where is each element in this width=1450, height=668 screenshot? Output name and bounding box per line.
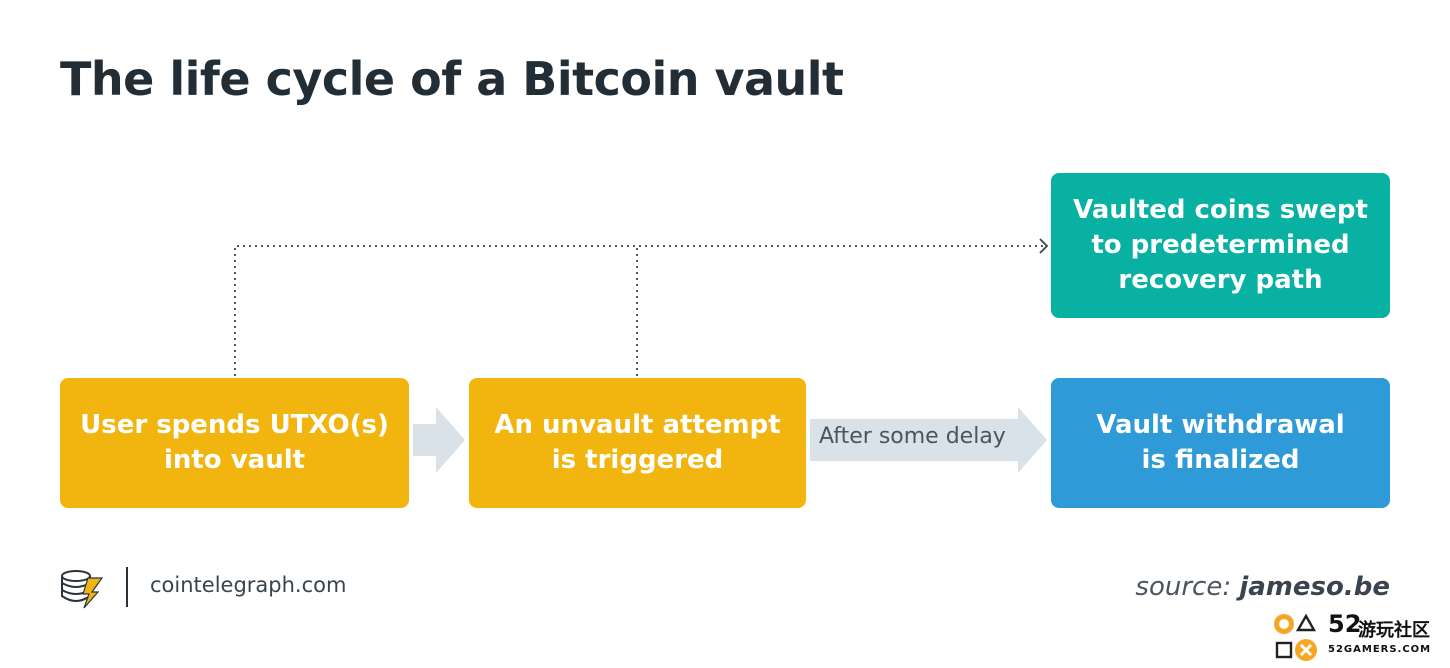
footer-site-link[interactable]: cointelegraph.com (150, 573, 347, 597)
watermark: 52 游玩社区 52GAMERS.COM (1272, 608, 1450, 668)
node-unvault: An unvault attempt is triggered (469, 378, 806, 508)
node-recovery-label: Vaulted coins swept to predetermined rec… (1073, 195, 1368, 295)
watermark-gamepad-icon (1274, 613, 1317, 661)
source-name: jameso.be (1239, 572, 1390, 602)
node-deposit-label: User spends UTXO(s) into vault (80, 410, 389, 475)
block-arrow-deposit-to-unvault (413, 407, 465, 473)
footer-divider (126, 567, 128, 607)
node-finalized-label: Vault withdrawal is finalized (1096, 410, 1345, 475)
cointelegraph-logo-icon (61, 570, 104, 609)
node-deposit: User spends UTXO(s) into vault (60, 378, 409, 508)
node-finalized: Vault withdrawal is finalized (1051, 378, 1390, 508)
watermark-domain: 52GAMERS.COM (1328, 644, 1432, 655)
block-arrow-unvault-to-finalized (810, 407, 1047, 473)
source-credit: source: jameso.be (1135, 572, 1390, 602)
page-title: The life cycle of a Bitcoin vault (60, 52, 844, 106)
watermark-number: 52 (1328, 610, 1362, 638)
source-prefix: source: (1135, 572, 1232, 602)
dotted-path-from-deposit (234, 245, 1044, 376)
node-unvault-label: An unvault attempt is triggered (494, 410, 781, 475)
node-recovery: Vaulted coins swept to predetermined rec… (1051, 173, 1390, 318)
dotted-arrowhead (1039, 238, 1049, 254)
delay-label: After some delay (819, 424, 1006, 449)
watermark-chinese: 游玩社区 (1358, 620, 1430, 641)
